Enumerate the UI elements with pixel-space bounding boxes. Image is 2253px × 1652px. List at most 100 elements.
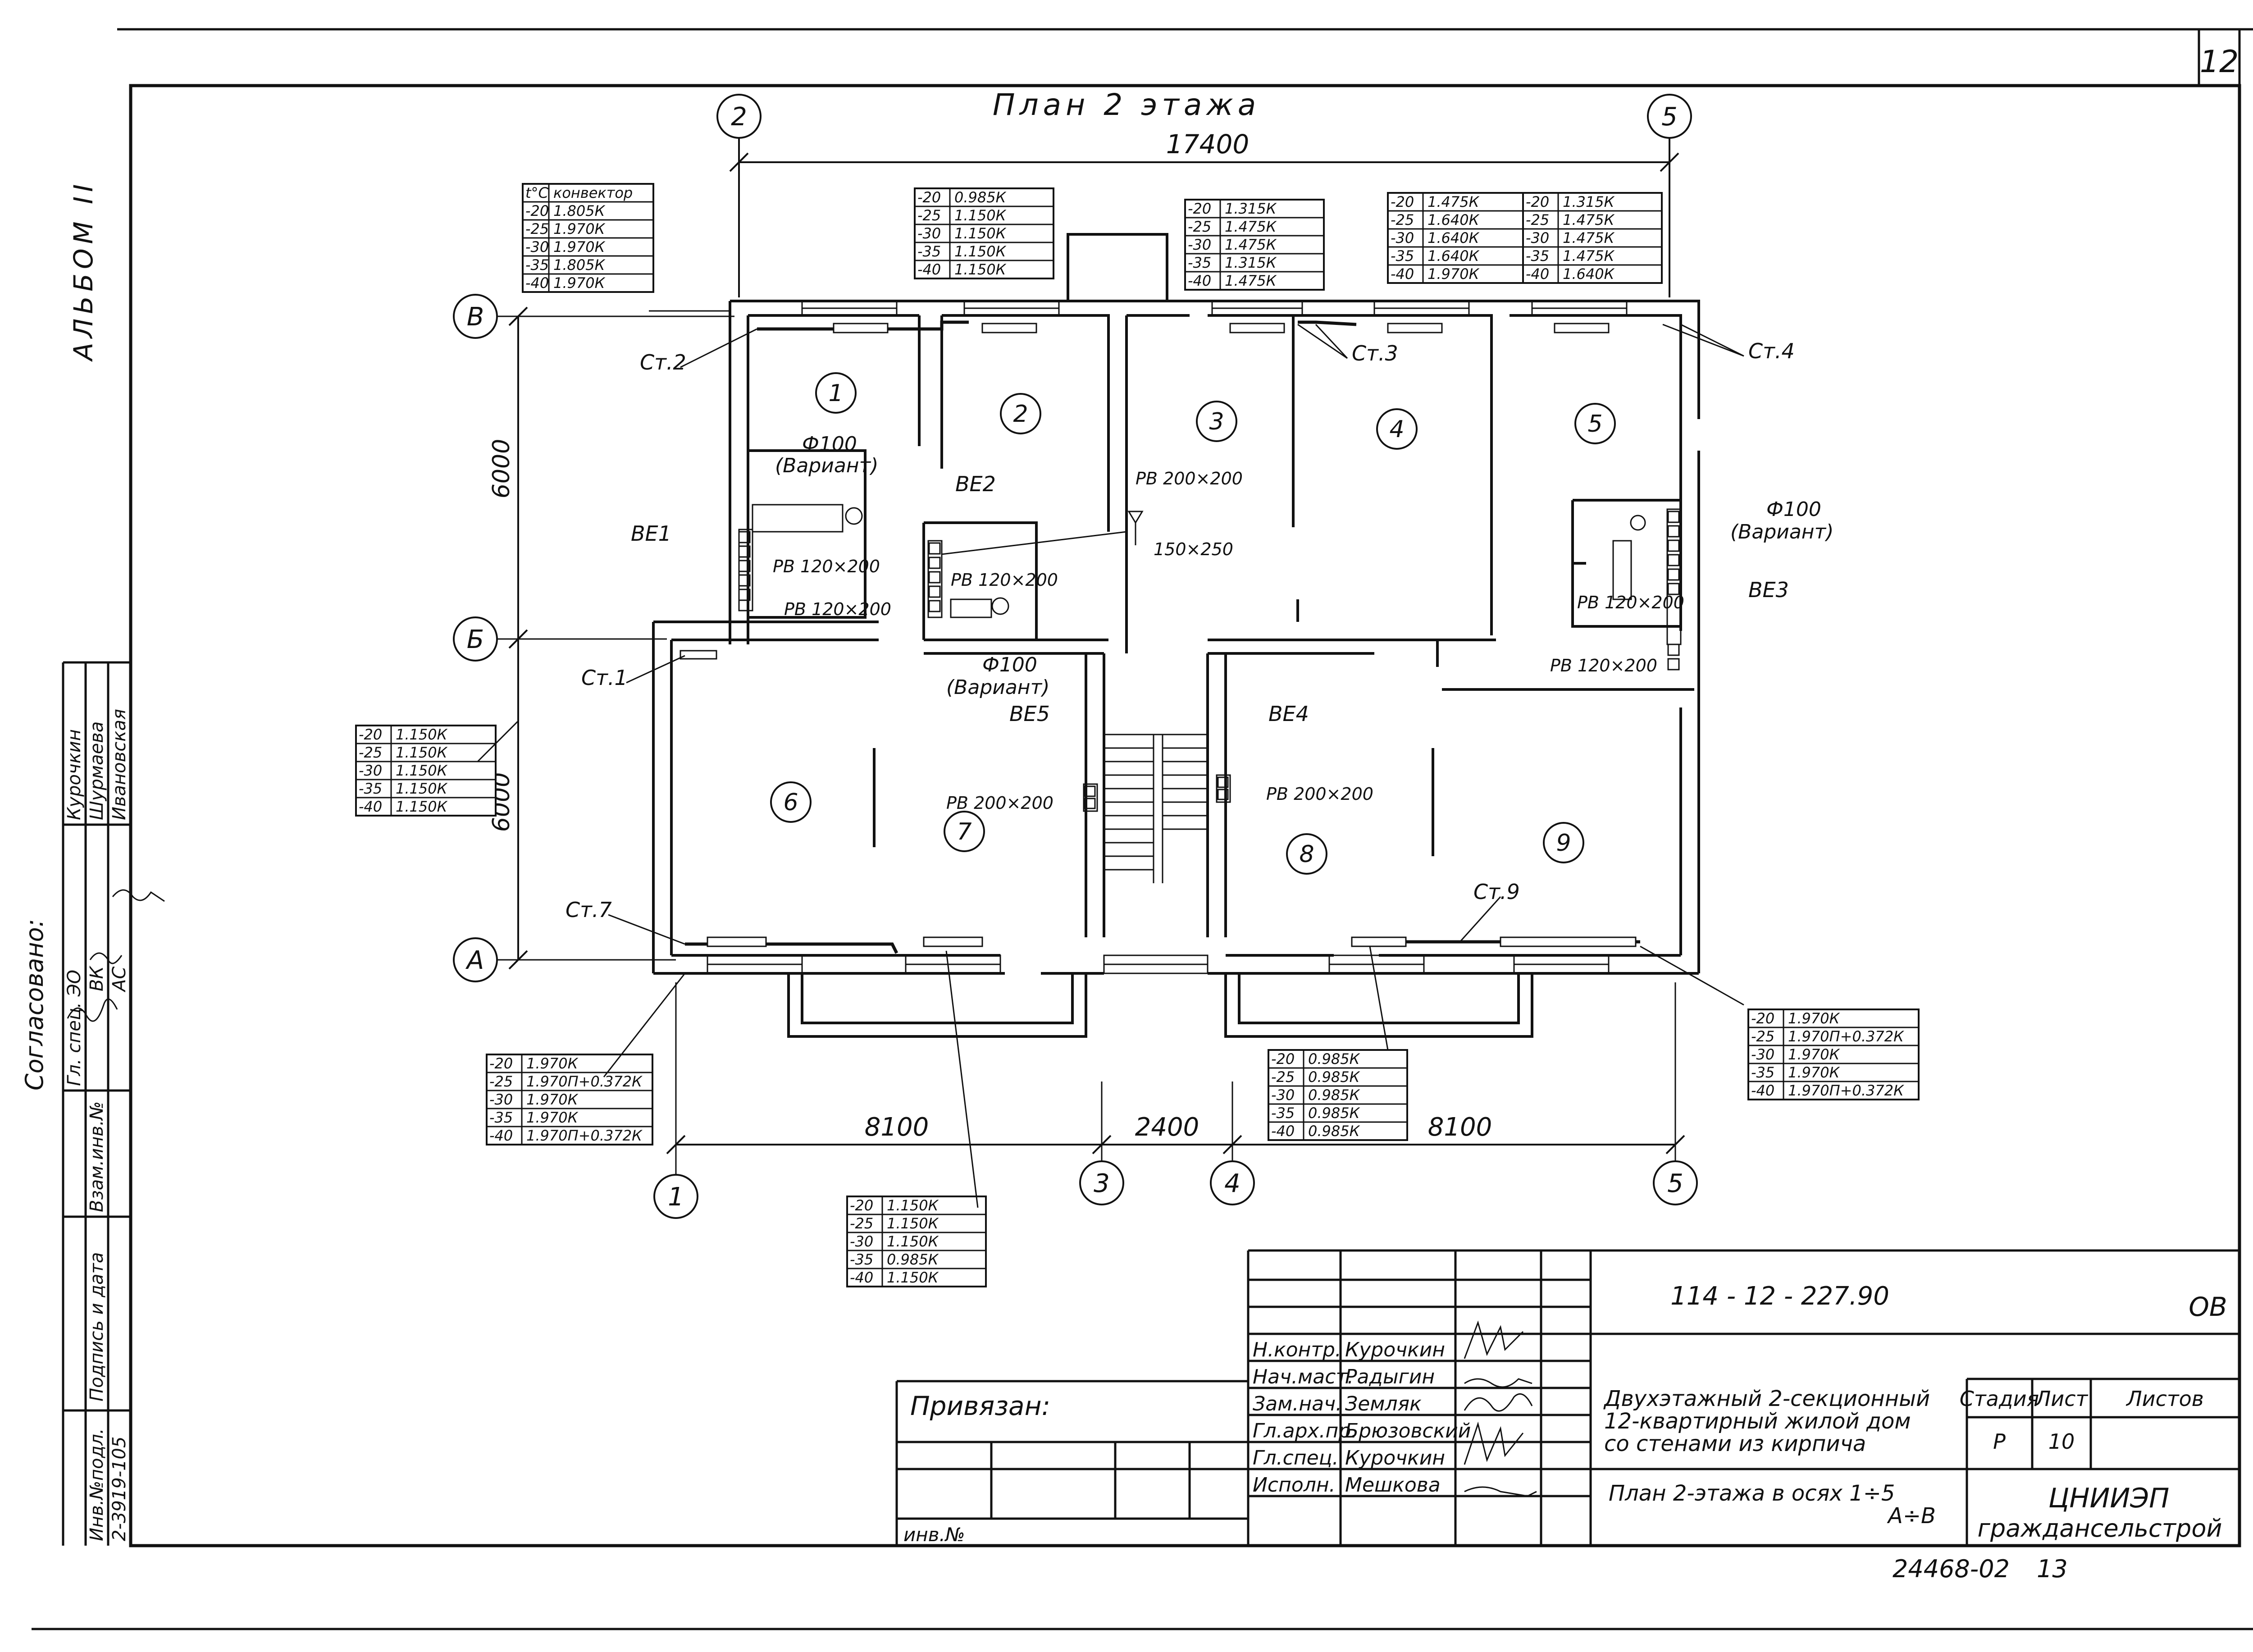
drawing-code: 114 - 12 - 227.90 (1670, 1282, 1889, 1311)
approval-heading: Согласовано: (20, 919, 49, 1091)
table-cell-value: 1.970П+0.372К (526, 1073, 643, 1090)
table-cell-value: 1.150К (396, 744, 448, 761)
vent-ve1: ВЕ1 (631, 521, 671, 546)
room-5: 5 (1587, 411, 1602, 438)
table-cell-value: 1.150К (887, 1215, 939, 1232)
table-cell-temp: -25 (489, 1073, 513, 1090)
riser-leaders (608, 324, 1744, 945)
table-cell-value: 0.985К (954, 189, 1007, 206)
vent-duct-3: 150×250 (1154, 539, 1233, 559)
table-cell-value: 0.985К (1308, 1050, 1360, 1068)
table-cell-value: 1.315К (1225, 200, 1277, 217)
vent-ve5: ВЕ5 (1009, 702, 1050, 726)
approval-role-2: ВК (87, 966, 107, 991)
table-cell-temp: -30 (489, 1091, 513, 1108)
page-frame (32, 28, 2253, 1630)
vent-variant-1: (Вариант) (775, 454, 878, 477)
sheet-no-value: 10 (2048, 1429, 2075, 1454)
upper-bay-dimension: 6000 (488, 439, 515, 498)
table-cell-temp: -40 (1526, 265, 1549, 283)
axis-label-bottom-1: 1 (668, 1182, 684, 1212)
staff-role-2: Нач.маст. (1253, 1365, 1354, 1388)
vent-ve3: ВЕ3 (1748, 578, 1789, 602)
table-cell-value: 1.150К (954, 261, 1007, 278)
table-cell-temp: -40 (1271, 1123, 1295, 1140)
table-cell-temp: -25 (359, 744, 382, 761)
room-3: 3 (1209, 408, 1224, 435)
table-cell-temp: -35 (1526, 247, 1549, 265)
room-bubbles (770, 372, 1616, 875)
table-cell-value: 1.805К (553, 256, 606, 274)
vent-ve4: ВЕ4 (1268, 702, 1309, 726)
riser-st4: Ст.4 (1748, 339, 1795, 363)
table-cell-value: 1.970К (1428, 265, 1480, 283)
table-cell-temp: -20 (1526, 193, 1549, 210)
table-leaders (477, 310, 1744, 1208)
vent-rb-ve3-b: РВ 120×200 (1550, 656, 1657, 675)
approval-signatures (67, 889, 165, 1022)
title-block-lines (895, 1249, 2239, 1546)
staff-role-4: Гл.арх.пр. (1253, 1419, 1357, 1442)
table-cell-temp: -25 (1751, 1028, 1774, 1045)
table-cell-value: 1.970К (526, 1109, 579, 1126)
table-cell-temp: -40 (359, 798, 382, 815)
table-cell-temp: -30 (1188, 236, 1211, 253)
staff-role-5: Гл.спец. (1253, 1447, 1339, 1469)
table-cell-value: 1.475К (1563, 229, 1615, 246)
table-cell-temp: -30 (1526, 229, 1549, 246)
section-mark: ОВ (2189, 1291, 2227, 1322)
table-cell-temp: -30 (1751, 1046, 1774, 1063)
table-cell-temp: -20 (359, 726, 382, 743)
table-cell-value: 1.150К (396, 762, 448, 779)
staff-role-3: Зам.нач. (1253, 1392, 1342, 1415)
axis-label-bottom-3: 3 (1094, 1169, 1110, 1198)
table-cell-value: 1.475К (1563, 211, 1615, 228)
table-cell-value: 0.985К (1308, 1068, 1360, 1086)
sheet-label: Лист (2034, 1387, 2089, 1411)
vent-rb-ve4: РВ 200×200 (1266, 784, 1373, 804)
table-cell-value: 1.970К (553, 274, 606, 292)
riser-st1: Ст.1 (581, 666, 628, 690)
riser-st2: Ст.2 (640, 350, 686, 374)
table-cell-temp: -30 (850, 1233, 873, 1250)
table-cell-value: 1.970К (526, 1091, 579, 1108)
overall-dimension: 17400 (1166, 129, 1250, 160)
page-number: 12 (2200, 44, 2239, 80)
table-cell-temp: -30 (1391, 229, 1414, 246)
approval-strip (62, 661, 131, 1546)
table-cell-temp: -25 (1391, 211, 1414, 228)
vent-phi-2: Ф100 (982, 653, 1037, 676)
axis-label-a: А (465, 946, 484, 975)
table-cell-temp: -40 (1391, 265, 1414, 283)
bound-label: Привязан: (910, 1391, 1050, 1421)
room-6: 6 (783, 789, 798, 816)
table-cell-value: 1.150К (396, 780, 448, 797)
org-line-1: ЦНИИЭП (2048, 1483, 2169, 1514)
room-2: 2 (1013, 401, 1028, 428)
table-cell-value: 1.970К (1788, 1010, 1840, 1027)
table-cell-value: 1.150К (954, 243, 1007, 260)
vent-rb-ve5: РВ 200×200 (946, 793, 1054, 813)
table-cell-temp: -35 (1271, 1104, 1295, 1122)
bottom-dimension-line (666, 1135, 1685, 1155)
table-cell-temp: -20 (1391, 193, 1414, 210)
table-cell-value: 1.150К (887, 1269, 939, 1286)
vent-rb-ve1-a: РВ 120×200 (773, 557, 880, 576)
vent-variant-3: (Вариант) (1730, 520, 1833, 543)
table-cell-value: 1.150К (954, 225, 1007, 242)
vent-variant-2: (Вариант) (946, 676, 1049, 699)
riser-st9: Ст.9 (1473, 880, 1520, 904)
table-cell-temp: -40 (1188, 272, 1211, 289)
sheet-title: План 2-этажа в осях 1÷5 (1609, 1481, 1895, 1506)
approval-role-3: АС (109, 967, 130, 993)
table-cell-value: 0.985К (1308, 1104, 1360, 1122)
table-cell-temp: -20 (1751, 1010, 1774, 1027)
table-cell-temp: -40 (1751, 1082, 1774, 1099)
table-cell-value: 1.640К (1428, 211, 1480, 228)
